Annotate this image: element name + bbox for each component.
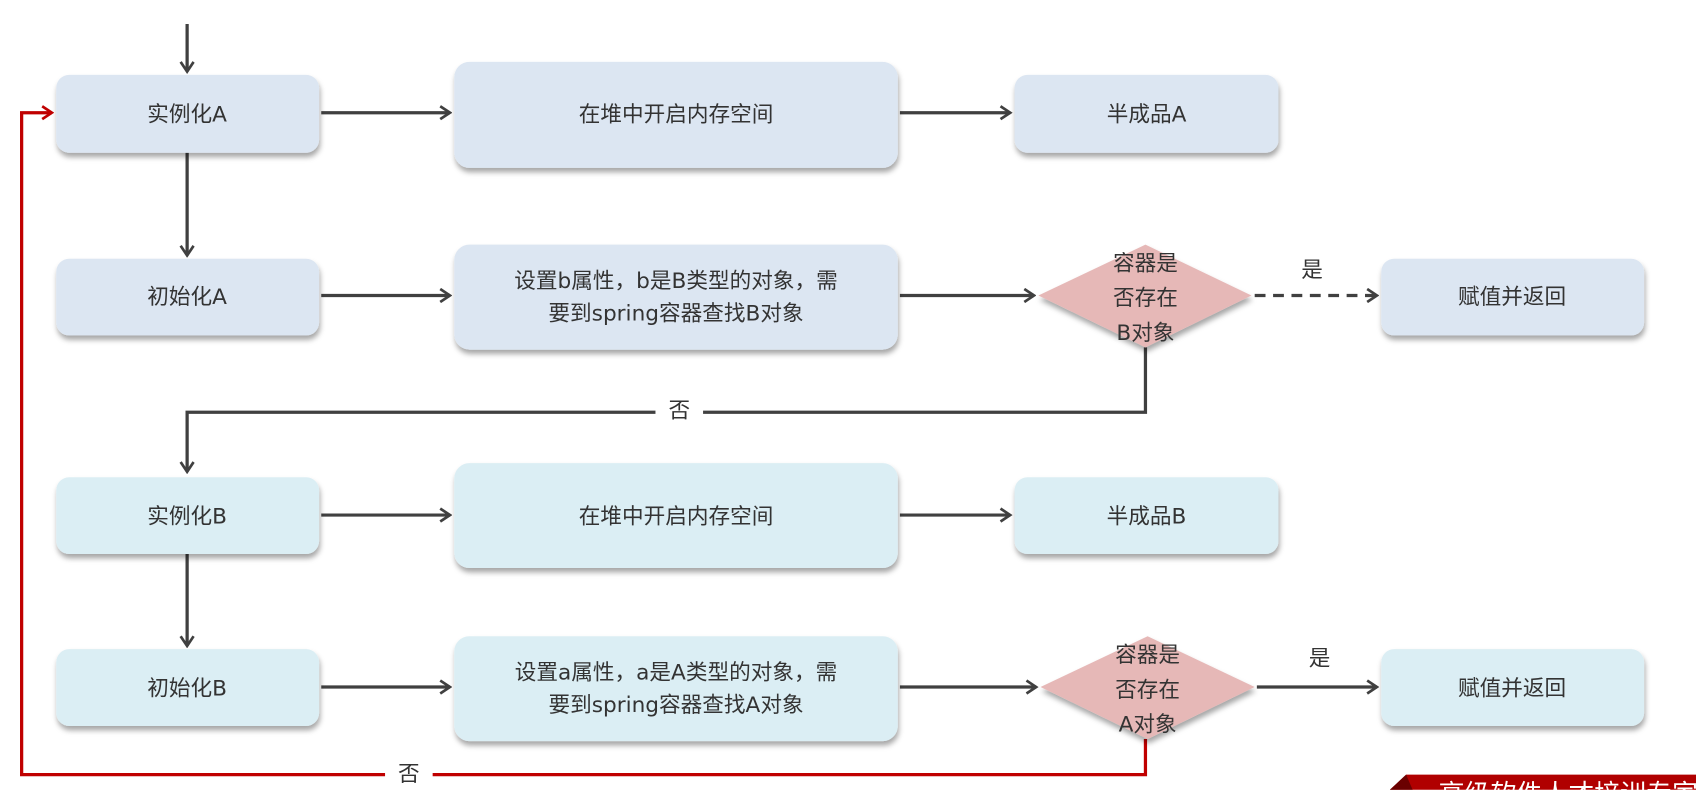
set-a-property-line2: 要到spring容器查找A对象 (548, 693, 803, 718)
set-b-property-line2: 要到spring容器查找B对象 (548, 301, 803, 326)
half-product-b-label: 半成品B (1107, 505, 1187, 530)
result-a-box (1381, 258, 1645, 336)
initialize-b-label: 初始化B (147, 677, 227, 702)
instantiate-a-label: 实例化A (147, 102, 227, 127)
set-a-property-line1: 设置a属性，a是A类型的对象，需 (515, 660, 837, 685)
decision-a-diamond (1038, 244, 1252, 348)
decision-b-yes-label: 是 (1309, 646, 1331, 671)
set-b-property-box (454, 244, 898, 350)
decision-a-line1: 容器是 (1113, 252, 1178, 277)
result-b-box (1381, 649, 1645, 726)
result-b-label: 赋值并返回 (1458, 677, 1566, 702)
allocate-a-label: 在堆中开启内存空间 (579, 102, 774, 127)
decision-a-yes-label: 是 (1301, 258, 1323, 283)
decision-b-no-label: 否 (398, 762, 420, 787)
arrow-decision-b-no-loop (20, 113, 1148, 777)
decision-a-line3: B对象 (1116, 321, 1174, 346)
allocate-b-label: 在堆中开启内存空间 (579, 505, 774, 530)
half-product-a-box (1014, 74, 1279, 153)
initialize-a-label: 初始化A (147, 285, 227, 310)
decision-b-line3: A对象 (1119, 712, 1177, 737)
instantiate-a-box (56, 74, 320, 153)
set-b-property-line1: 设置b属性，b是B类型的对象，需 (514, 269, 837, 294)
allocate-b-box (454, 463, 898, 569)
half-product-b-box (1014, 477, 1279, 554)
decision-a-line2: 否存在 (1113, 286, 1178, 311)
brand-banner-text: 高级软件人才培训专家 (1439, 780, 1696, 790)
decision-a-no-label: 否 (668, 399, 690, 424)
instantiate-b-label: 实例化B (147, 505, 227, 530)
half-product-a-label: 半成品A (1107, 102, 1187, 127)
brand-banner: 高级软件人才培训专家 (1389, 774, 1696, 790)
result-a-label: 赋值并返回 (1458, 285, 1566, 310)
instantiate-b-box (56, 477, 320, 554)
decision-b-line2: 否存在 (1115, 678, 1180, 703)
decision-b-line1: 容器是 (1115, 643, 1180, 668)
initialize-b-box (56, 649, 320, 726)
decision-b-diamond (1040, 636, 1255, 739)
initialize-a-box (56, 258, 320, 336)
allocate-a-box (454, 61, 898, 168)
set-a-property-box (454, 636, 898, 742)
